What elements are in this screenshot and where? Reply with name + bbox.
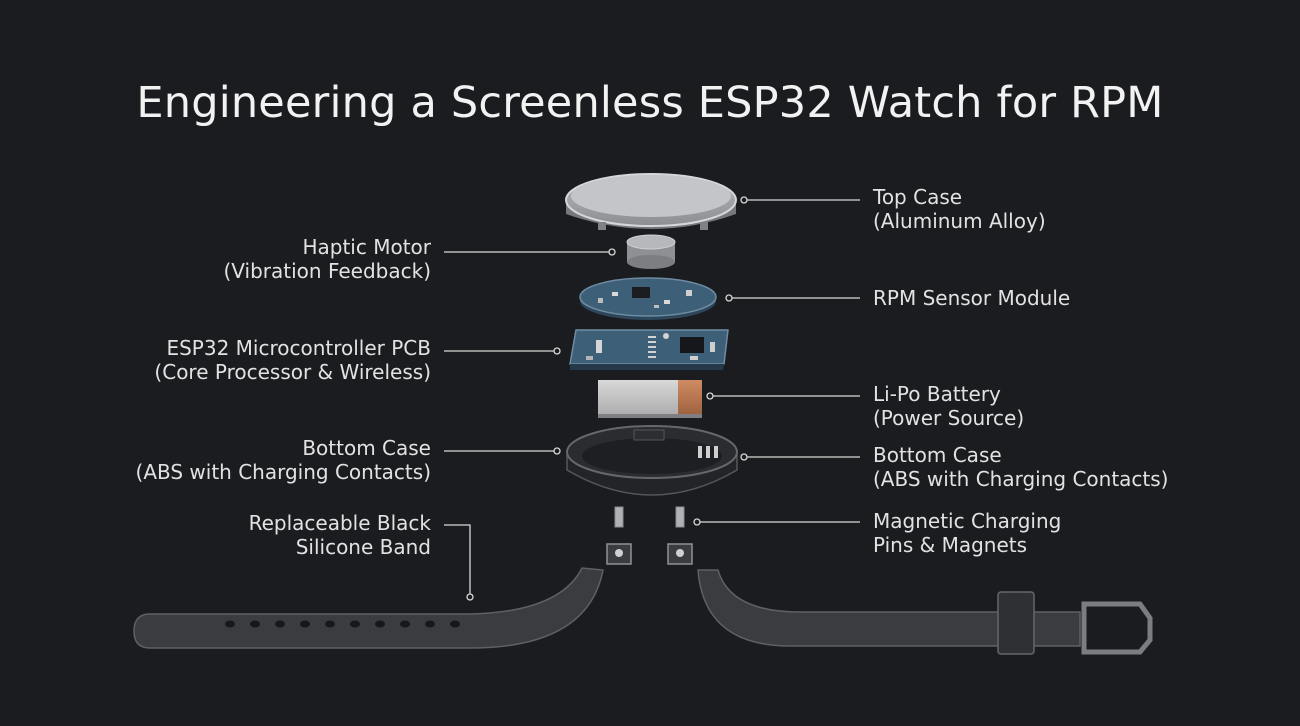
top-case-part bbox=[566, 174, 736, 230]
label-charging-pins: Magnetic Charging Pins & Magnets bbox=[873, 509, 1173, 557]
label-haptic-motor: Haptic Motor (Vibration Feedback) bbox=[150, 235, 431, 283]
charging-pins-part bbox=[607, 507, 692, 564]
left-band-part bbox=[134, 568, 603, 648]
bottom-case-part bbox=[567, 426, 737, 495]
label-bottom-case-right: Bottom Case (ABS with Charging Contacts) bbox=[873, 443, 1183, 491]
label-top-case: Top Case (Aluminum Alloy) bbox=[873, 185, 1173, 233]
rpm-sensor-part bbox=[580, 278, 716, 320]
haptic-motor-part bbox=[627, 235, 675, 269]
label-esp32-pcb: ESP32 Microcontroller PCB (Core Processo… bbox=[120, 336, 431, 384]
label-rpm-sensor: RPM Sensor Module bbox=[873, 286, 1173, 310]
right-band-part bbox=[698, 570, 1150, 654]
battery-part bbox=[598, 380, 702, 418]
label-battery: Li-Po Battery (Power Source) bbox=[873, 382, 1173, 430]
label-band: Replaceable Black Silicone Band bbox=[180, 511, 431, 559]
esp32-pcb-part bbox=[570, 330, 728, 370]
label-bottom-case-left: Bottom Case (ABS with Charging Contacts) bbox=[110, 436, 431, 484]
